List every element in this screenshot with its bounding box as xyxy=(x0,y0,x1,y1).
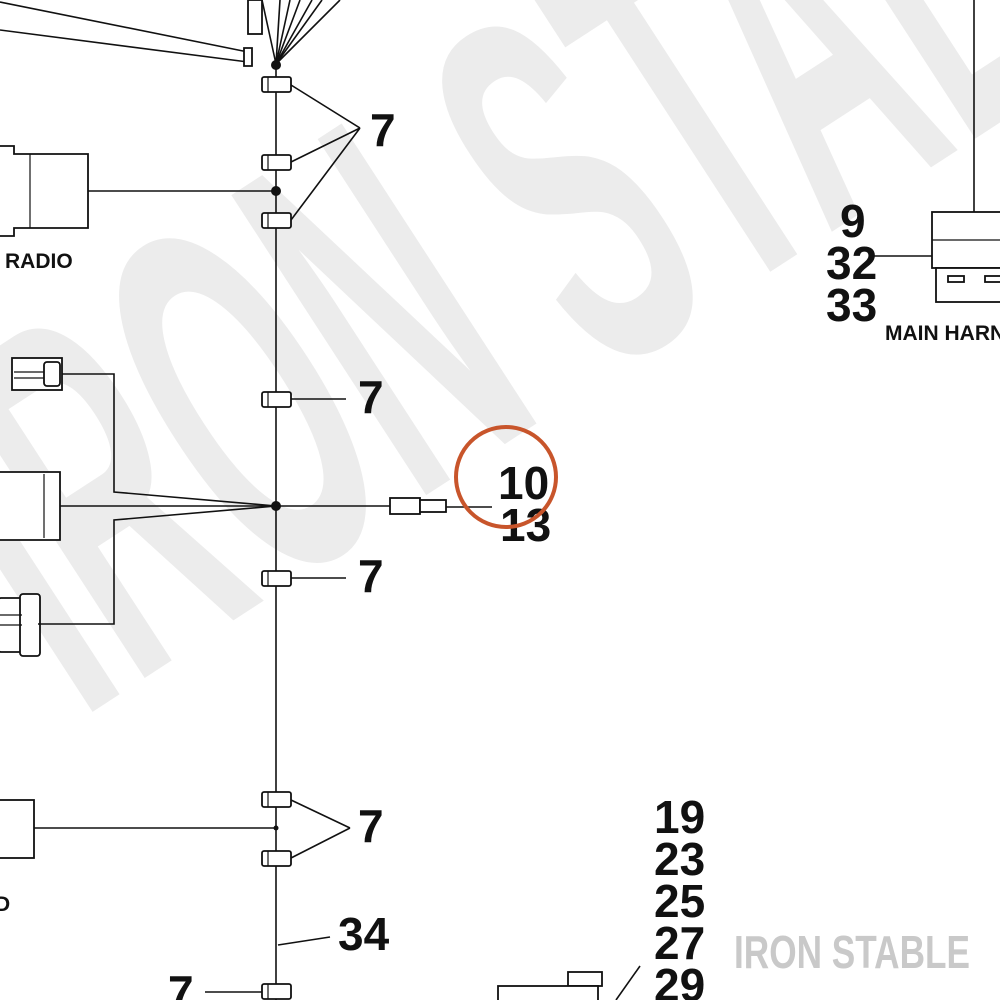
left-connector-lower xyxy=(0,505,277,657)
watermark: IRON STABLE xyxy=(0,0,1000,813)
callout-mask xyxy=(492,494,562,508)
callout-32: 32 xyxy=(826,237,877,289)
top-cable-bundle xyxy=(0,0,341,67)
junction-top xyxy=(271,60,281,70)
cable-clip xyxy=(261,212,292,229)
cable-clips xyxy=(261,76,292,1000)
callout-33: 33 xyxy=(826,279,877,331)
cable-clip xyxy=(261,983,292,1000)
callout-19: 19 xyxy=(654,791,705,843)
brand-mark: IRON STABLE xyxy=(734,926,970,978)
main-harness-label: MAIN HARNE xyxy=(885,322,1000,345)
callout-9: 9 xyxy=(840,195,866,247)
callout-7-last: 7 xyxy=(168,966,194,1000)
callout-23: 23 xyxy=(654,833,705,885)
lower-left-label: D xyxy=(0,893,10,916)
callout-7-top: 7 xyxy=(370,104,396,156)
right-branch-connector xyxy=(276,497,492,515)
cable-clip xyxy=(261,391,292,408)
left-connector-upper xyxy=(11,357,277,507)
cable-clip xyxy=(261,76,292,93)
callout-7-lower: 7 xyxy=(358,550,384,602)
watermark-text: IRON STABLE xyxy=(0,0,1000,813)
callout-29: 29 xyxy=(654,959,705,1000)
callout-27: 27 xyxy=(654,917,705,969)
cable-clip xyxy=(261,570,292,587)
left-connector-center xyxy=(0,471,276,541)
callout-25: 25 xyxy=(654,875,705,927)
callout-34: 34 xyxy=(338,908,390,960)
callout-10: 10 xyxy=(498,457,549,509)
cable-clip xyxy=(261,850,292,867)
cable-clip xyxy=(261,791,292,808)
highlight-circle xyxy=(454,425,558,529)
radio-label: RADIO xyxy=(5,250,73,273)
cable-clip xyxy=(261,154,292,171)
lower-left-component xyxy=(0,799,276,859)
radio-connector xyxy=(0,145,276,237)
bottom-right-component xyxy=(497,965,641,1000)
main-harness-connector xyxy=(874,0,1000,303)
callout-7-mid: 7 xyxy=(358,371,384,423)
callout-7-bottom: 7 xyxy=(358,800,384,852)
